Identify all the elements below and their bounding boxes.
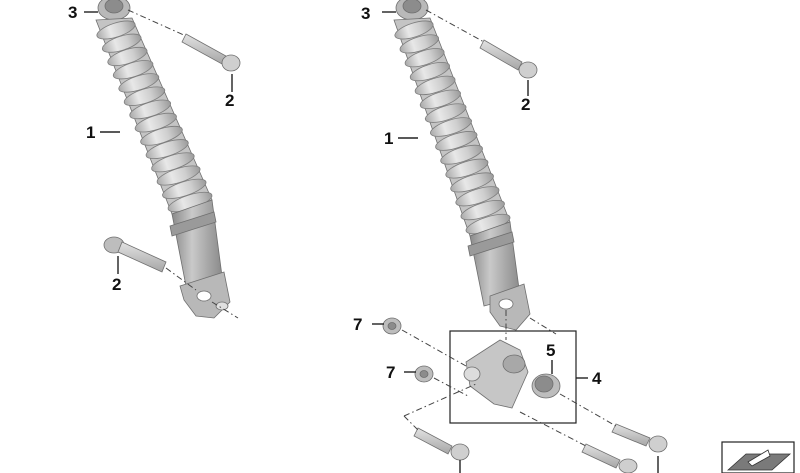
spring-coil (460, 200, 505, 221)
callout-right-4: 4 (592, 369, 602, 388)
callout-left-1: 1 (86, 123, 95, 142)
callout-right-1: 1 (384, 129, 393, 148)
right-shock-absorber (393, 0, 531, 331)
callout-right-3: 3 (361, 4, 370, 23)
spring-coil (140, 125, 183, 146)
spring-coil (399, 34, 440, 54)
right-upper-bolt (425, 9, 538, 79)
nut-lower (414, 365, 434, 383)
lower-bolt-left (413, 427, 470, 461)
spring-coil (394, 20, 434, 40)
spring-coil (414, 75, 456, 96)
left-shock-absorber (95, 0, 231, 319)
spring-coil (430, 117, 472, 137)
callout-right-7-upper: 7 (353, 315, 362, 334)
callout-right-5: 5 (546, 341, 555, 360)
right-shock-top-eye (395, 0, 429, 21)
callout-right-7-lower: 7 (386, 363, 395, 382)
spring-coil (156, 165, 201, 186)
alignment-lines (401, 310, 617, 447)
spring-coil (450, 172, 494, 193)
lower-bolt-right (611, 423, 668, 453)
callout-right-2: 2 (521, 95, 530, 114)
spring-coil (424, 103, 467, 123)
spring-coil (435, 131, 478, 151)
left-lower-bolt (103, 236, 239, 319)
callout-left-2-upper: 2 (225, 91, 234, 110)
callout-left-2-lower: 2 (112, 275, 121, 294)
spring-coil (101, 33, 142, 53)
spring-coil (419, 89, 461, 110)
left-shock-coils (96, 20, 213, 213)
spring-coil (118, 73, 160, 93)
spring-coil (409, 61, 451, 82)
right-shock-coils (394, 20, 511, 235)
bracket-assembly-frame (449, 330, 577, 424)
callout-left-3: 3 (68, 3, 77, 22)
right-shock-damper (467, 221, 531, 331)
mounting-bracket (463, 339, 529, 409)
left-upper-bolt (127, 9, 241, 72)
lower-bolt-middle (581, 443, 638, 473)
bushing (531, 373, 561, 399)
spring-coil (455, 186, 500, 207)
nut-upper (382, 317, 402, 335)
diagram-corner-icon (721, 441, 795, 473)
spring-coil (440, 144, 483, 165)
spring-coil (404, 48, 445, 68)
spring-coil (445, 158, 489, 179)
left-shock-damper (169, 199, 231, 319)
left-shock-top-eye (97, 0, 131, 21)
